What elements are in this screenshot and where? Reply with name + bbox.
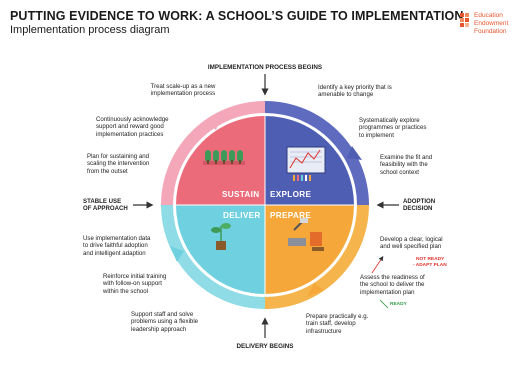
note-line: problems using a flexible: [131, 318, 199, 326]
note-line: with follow-on support: [103, 280, 162, 288]
tools-icon: [288, 218, 324, 251]
note-identify-priority: Identify a key priority that is amenable…: [318, 84, 428, 99]
note-line: implementation plan: [360, 288, 415, 296]
deliver-ring: [161, 205, 265, 309]
sustain-label: SUSTAIN: [222, 190, 260, 199]
note-line: Develop a clear, logical: [380, 236, 443, 243]
not-ready-line-2: - ADAPT PLAN: [413, 262, 447, 268]
note-line: support and reward good: [96, 123, 164, 131]
note-line: Reinforce initial training: [103, 273, 167, 280]
deliver-label: DELIVER: [223, 211, 261, 220]
explore-ring: [265, 101, 369, 205]
logo-line-1: Education: [474, 12, 503, 19]
prepare-label: PREPARE: [270, 211, 312, 220]
plant-icon: [211, 223, 231, 250]
note-develop-plan: Develop a clear, logical and well specif…: [380, 236, 470, 251]
note-line: train staff, develop: [306, 320, 356, 328]
note-acknowledge-support: Continuously acknowledge support and rew…: [96, 116, 196, 138]
note-line: implementation practices: [96, 130, 164, 138]
note-assess-readiness: Assess the readiness of the school to de…: [360, 274, 450, 296]
deliver-ring-arrow: [170, 246, 184, 262]
note-reinforce-training: Reinforce initial training with follow-o…: [103, 273, 203, 295]
note-line: within the school: [103, 287, 149, 295]
adoption-decision-label: ADOPTION DECISION: [403, 198, 453, 213]
sustain-quadrant: [176, 116, 265, 205]
stable-use-line-2: OF APPROACH: [83, 205, 128, 213]
not-ready-line-1: NOT READY: [416, 257, 445, 262]
note-line: to drive faithful adoption: [83, 242, 148, 250]
note-examine-fit: Examine the fit and feasibility with the…: [380, 154, 460, 176]
note-line: infrastructure: [306, 327, 342, 335]
stable-use-label: STABLE USE OF APPROACH: [83, 198, 143, 213]
note-line: and intelligent adaption: [83, 249, 146, 257]
note-line: Assess the readiness of: [360, 274, 425, 281]
note-line: from the outset: [87, 167, 128, 175]
note-support-staff: Support staff and solve problems using a…: [131, 311, 231, 333]
note-line: feasibility with the: [380, 161, 428, 169]
note-line: Treat scale-up as a new: [150, 83, 216, 90]
logo-line-3: Foundation: [474, 28, 507, 35]
note-line: implementation process: [150, 90, 216, 98]
note-prepare-practically: Prepare practically e.g. train staff, de…: [306, 313, 396, 335]
delivery-begins-label: DELIVERY BEGINS: [236, 343, 294, 350]
note-line: scaling the intervention: [87, 160, 150, 168]
note-line: amenable to change: [318, 91, 374, 99]
note-line: Plan for sustaining and: [87, 153, 149, 160]
page-subtitle: Implementation process diagram: [10, 24, 170, 36]
note-line: and well specified plan: [380, 243, 442, 251]
trees-icon: [203, 150, 245, 165]
logo-line-2: Endowment: [474, 20, 509, 27]
implementation-begins-label: IMPLEMENTATION PROCESS BEGINS: [207, 64, 323, 71]
prepare-quadrant: [265, 205, 354, 294]
note-line: school context: [380, 168, 419, 176]
explore-label: EXPLORE: [270, 190, 312, 199]
note-line: Use implementation data: [83, 235, 151, 242]
ready-arrow: [379, 299, 389, 309]
note-line: Identify a key priority that is: [318, 84, 392, 91]
note-line: to implement: [359, 131, 394, 139]
note-treat-scaleup: Treat scale-up as a new implementation p…: [128, 83, 238, 98]
not-ready-label: NOT READY - ADAPT PLAN: [413, 257, 473, 268]
adoption-line-2: DECISION: [403, 205, 433, 213]
note-use-data: Use implementation data to drive faithfu…: [83, 235, 183, 257]
note-line: Prepare practically e.g.: [306, 313, 369, 320]
note-line: Systematically explore: [359, 117, 420, 124]
ready-label: READY: [390, 302, 407, 307]
note-line: Continuously acknowledge: [96, 116, 169, 123]
sustain-ring-arrow: [206, 115, 222, 130]
note-plan-sustaining: Plan for sustaining and scaling the inte…: [87, 153, 187, 175]
note-line: leadership approach: [131, 325, 187, 333]
adoption-line-1: ADOPTION: [403, 198, 436, 205]
note-line: Examine the fit and: [380, 154, 433, 161]
explore-ring-arrow: [347, 146, 362, 160]
page-title: PUTTING EVIDENCE TO WORK: A SCHOOL’S GUI…: [10, 9, 464, 23]
note-line: Support staff and solve: [131, 311, 194, 318]
not-ready-arrow: [371, 256, 384, 274]
note-line: the school to deliver the: [360, 281, 425, 289]
logo-text: Education Endowment Foundation: [474, 12, 508, 36]
chart-board-icon: [286, 146, 326, 181]
prepare-ring-arrow: [307, 283, 324, 297]
note-explore-programmes: Systematically explore programmes or pra…: [359, 117, 449, 139]
stable-use-line-1: STABLE USE: [83, 198, 122, 205]
note-line: programmes or practices: [359, 124, 427, 132]
